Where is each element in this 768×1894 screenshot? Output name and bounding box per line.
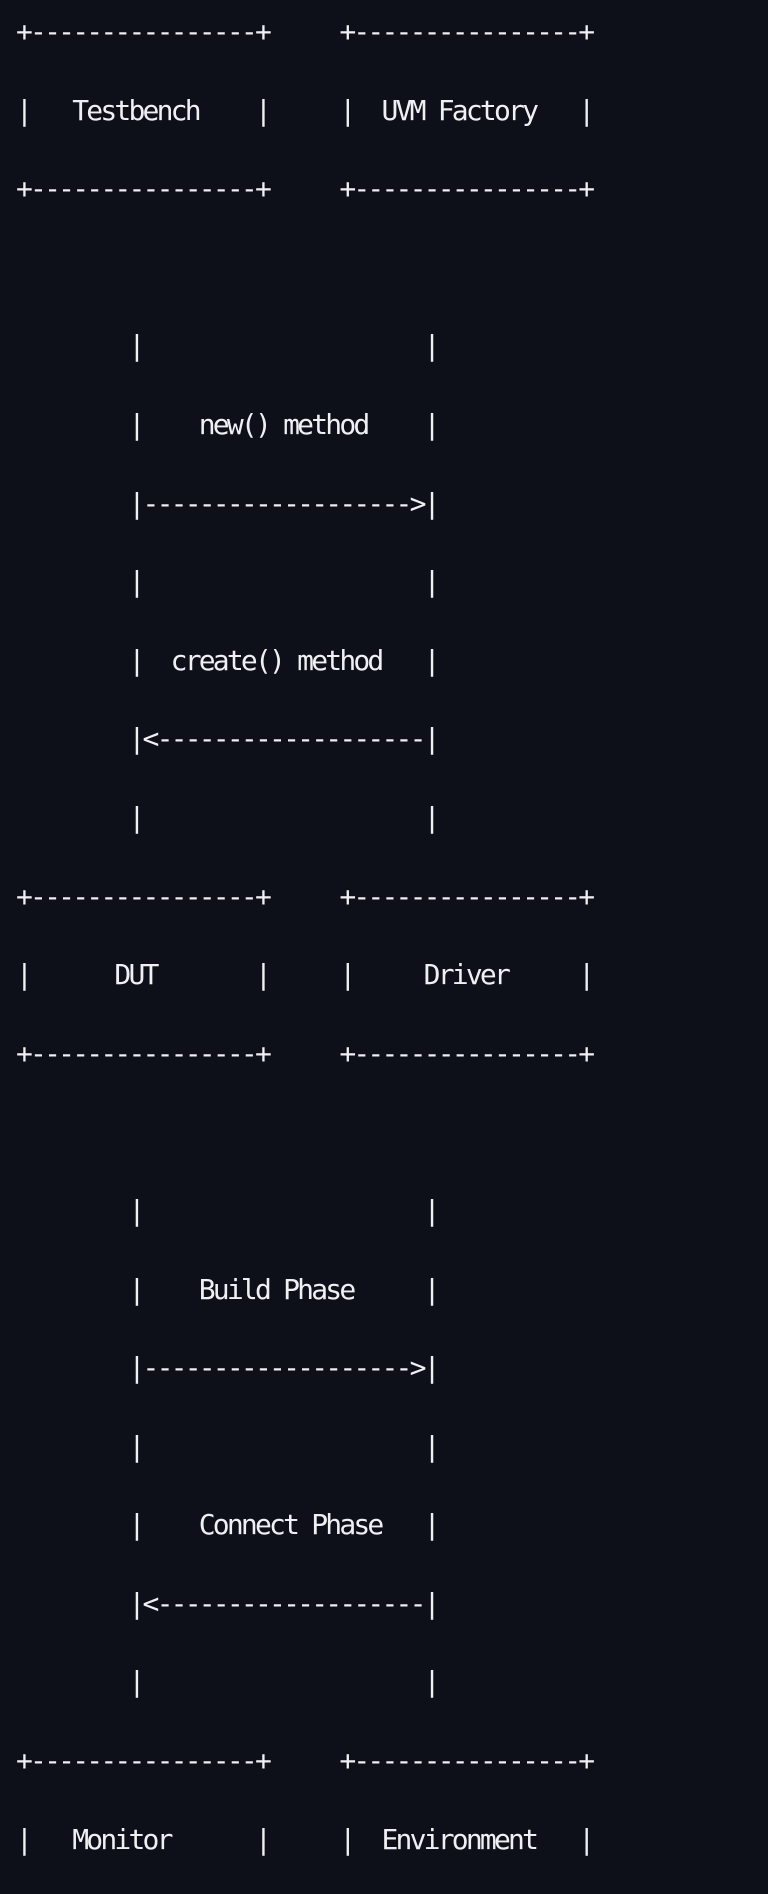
box-border-top-monitor-environment: +----------------+ +----------------+ [16, 1744, 595, 1778]
lifeline: | | [16, 1193, 440, 1227]
arrow-right: |------------------->| [16, 486, 440, 520]
message-label-create: | create() method | [16, 643, 440, 677]
message-label-new: | new() method | [16, 407, 440, 441]
box-border-bottom-testbench-factory: +----------------+ +----------------+ [16, 172, 595, 206]
lifeline: | | [16, 1429, 440, 1463]
arrow-right: |------------------->| [16, 1351, 440, 1385]
box-row-dut-driver: | DUT | | Driver | [16, 958, 595, 992]
lifeline: | | [16, 800, 440, 834]
blank-line [16, 1112, 592, 1151]
blank-line [16, 248, 592, 287]
box-border-top-testbench-factory: +----------------+ +----------------+ [16, 15, 595, 48]
arrow-left: |<-------------------| [16, 1586, 440, 1620]
box-border-top-dut-driver: +----------------+ +----------------+ [16, 879, 595, 913]
lifeline: | | [16, 329, 440, 363]
lifeline: | | [16, 1665, 440, 1699]
box-border-bottom-dut-driver: +----------------+ +----------------+ [16, 1036, 595, 1070]
ascii-sequence-diagram: +----------------+ +----------------+ | … [16, 12, 595, 1894]
box-row-testbench-factory: | Testbench | | UVM Factory | [16, 93, 595, 127]
message-label-connect: | Connect Phase | [16, 1508, 440, 1542]
box-row-monitor-environment: | Monitor | | Environment | [16, 1822, 595, 1856]
lifeline: | | [16, 565, 440, 599]
arrow-left: |<-------------------| [16, 722, 440, 756]
message-label-build: | Build Phase | [16, 1272, 440, 1306]
